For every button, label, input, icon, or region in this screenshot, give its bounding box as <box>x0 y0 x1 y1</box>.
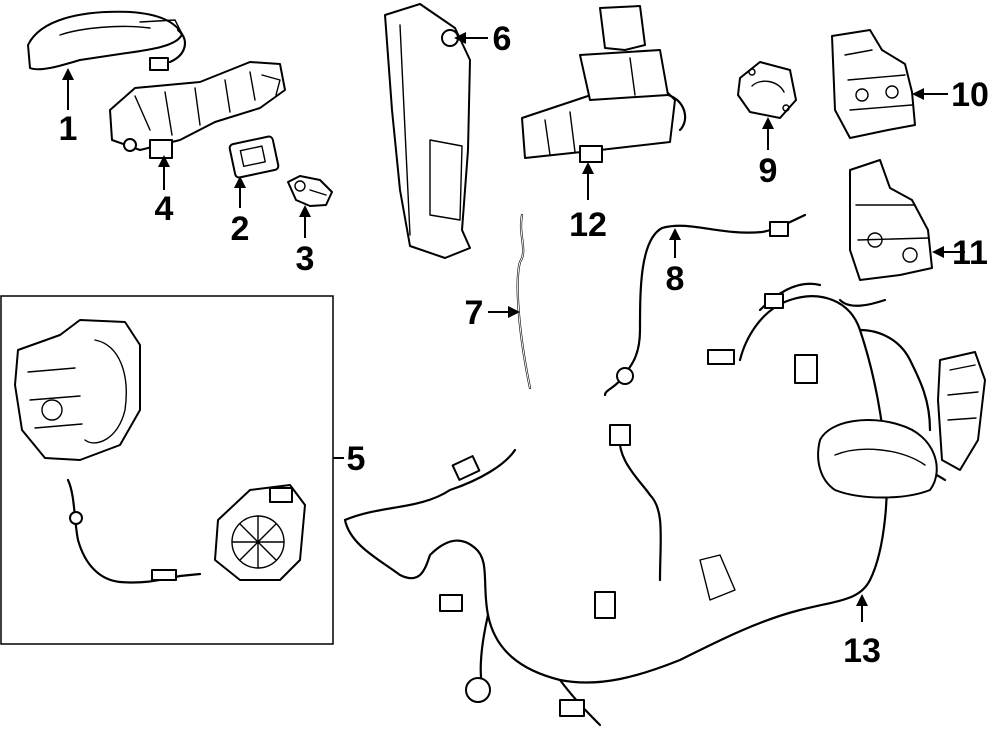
part-5-latch-assembly <box>14 319 306 584</box>
part-2-switch <box>228 135 280 179</box>
part-11-lower-hinge <box>849 159 933 281</box>
callout-9: 9 <box>759 152 778 190</box>
callout-12: 12 <box>569 206 607 244</box>
part-12-lock-actuator <box>521 5 687 163</box>
part-8-cable <box>603 213 807 397</box>
part-7-rod <box>516 213 532 390</box>
callout-7: 7 <box>465 294 484 332</box>
part-6-sash-trim <box>384 3 471 259</box>
part-4-handle-base <box>109 61 286 159</box>
callout-1: 1 <box>59 110 78 148</box>
callout-5: 5 <box>347 440 366 478</box>
callout-labels: 1 4 2 3 6 12 9 10 11 8 7 5 13 <box>59 20 989 670</box>
part-1-outer-door-handle <box>27 10 187 71</box>
callout-6: 6 <box>493 20 512 58</box>
callout-3: 3 <box>296 240 315 278</box>
callout-13: 13 <box>843 632 881 670</box>
callout-11: 11 <box>952 234 988 272</box>
part-5-assembly-frame <box>0 295 334 645</box>
part-13-wiring-harness <box>343 282 986 727</box>
callout-8: 8 <box>666 260 685 298</box>
part-10-upper-hinge <box>831 29 916 139</box>
leader-arrows <box>62 32 965 622</box>
callout-2: 2 <box>231 210 250 248</box>
part-9-striker <box>737 61 797 119</box>
callout-10: 10 <box>951 76 989 114</box>
callout-4: 4 <box>155 190 174 228</box>
part-3-clip <box>287 175 333 207</box>
